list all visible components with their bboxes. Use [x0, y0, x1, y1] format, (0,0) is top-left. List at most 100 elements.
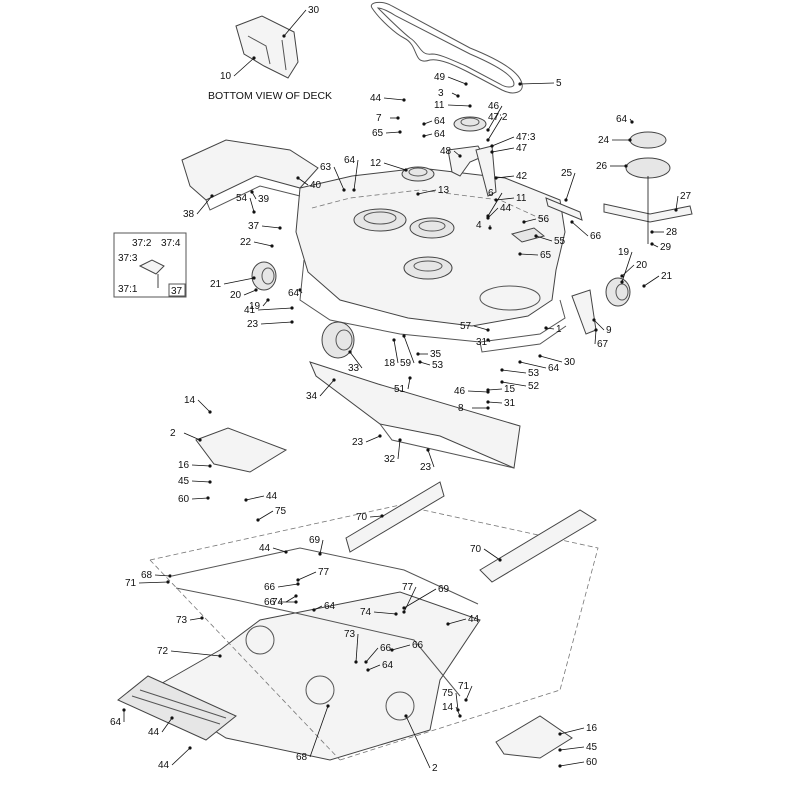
callout-leader-line	[277, 583, 299, 588]
callout-anchor-dot	[498, 558, 502, 562]
callout-label: 68	[296, 752, 308, 763]
callout-anchor-dot	[518, 82, 522, 86]
callout-leader-line	[565, 172, 576, 201]
deck-pulleys	[353, 208, 541, 311]
callout-anchor-dot	[378, 434, 382, 438]
callout-label: 77	[402, 582, 414, 593]
callout-label: 34	[306, 391, 318, 402]
callout-anchor-dot	[408, 376, 412, 380]
callout-label: 22	[240, 237, 252, 248]
callout-leader-line	[487, 192, 503, 217]
callout-label: 10	[220, 71, 232, 82]
callout-anchor-dot	[594, 328, 598, 332]
callout-label: 64	[548, 363, 560, 374]
callout-anchor-dot	[352, 188, 356, 192]
callout-anchor-dot	[426, 448, 430, 452]
side-guards	[195, 427, 573, 759]
callout-anchor-dot	[422, 122, 426, 126]
callout-leader-line	[283, 9, 307, 37]
callout-leader-line	[243, 289, 257, 296]
callout-anchor-dot	[198, 438, 202, 442]
callout-anchor-dot	[458, 154, 462, 158]
callout-leader-line	[501, 381, 527, 387]
callout-label: 64	[616, 114, 628, 125]
callout-label: 45	[178, 476, 190, 487]
callout-label: 69	[438, 584, 450, 595]
callout-leader-line	[403, 586, 417, 613]
callout-anchor-dot	[390, 648, 394, 652]
callout-label: 55	[554, 236, 566, 247]
callout-anchor-dot	[630, 120, 634, 124]
callout-anchor-dot	[538, 354, 542, 358]
callout-leader-line	[257, 307, 293, 311]
callout-anchor-dot	[518, 252, 522, 256]
callout-leader-line	[539, 355, 563, 363]
callout-label: 71	[458, 681, 470, 692]
callout-label: 18	[384, 358, 396, 369]
callout-leader-line	[383, 97, 405, 101]
callout-label: 29	[660, 242, 672, 253]
callout-leader-line	[594, 329, 597, 345]
callout-label: 30	[564, 357, 576, 368]
callout-anchor-dot	[396, 116, 400, 120]
callout-label: 66	[412, 640, 424, 651]
callout-anchor-dot	[500, 380, 504, 384]
callout-leader-line	[419, 361, 431, 366]
callout-leader-line	[403, 588, 437, 609]
callout-label: 31	[476, 337, 488, 348]
callout-leader-line	[261, 225, 281, 229]
callout-anchor-dot	[332, 378, 336, 382]
callout-leader-line	[491, 147, 515, 153]
callout-leader-line	[297, 571, 317, 581]
callout-label: 44	[500, 203, 512, 214]
callout-label: 4	[476, 220, 482, 231]
callout-anchor-dot	[402, 610, 406, 614]
callout-label: 37	[248, 221, 260, 232]
linkage-rods	[171, 547, 479, 697]
inset-label-37-2: 37:2	[132, 238, 152, 249]
callout-label: 53	[432, 360, 444, 371]
callout-anchor-dot	[342, 188, 346, 192]
callout-label: 74	[360, 607, 372, 618]
callout-label: 2	[432, 763, 438, 774]
callout-leader-line	[333, 166, 345, 191]
callout-label: 63	[320, 162, 332, 173]
callout-label: 64	[434, 116, 446, 127]
callout-leader-line	[183, 432, 201, 441]
callout-label: 64	[110, 717, 122, 728]
callout-label: 44	[259, 543, 271, 554]
callout-label: 1	[556, 324, 562, 335]
callout-label: 7	[376, 113, 382, 124]
callout-anchor-dot	[628, 138, 632, 142]
callout-label: 31	[504, 398, 516, 409]
callout-leader-line	[621, 264, 635, 277]
callout-anchor-dot	[464, 82, 468, 86]
callout-label: 20	[230, 290, 242, 301]
callout-anchor-dot	[446, 622, 450, 626]
callout-leader-line	[393, 339, 399, 364]
callout-anchor-dot	[168, 574, 172, 578]
callout-anchor-dot	[518, 360, 522, 364]
callout-leader-line	[383, 162, 407, 171]
callout-leader-line	[191, 497, 209, 500]
callout-anchor-dot	[500, 368, 504, 372]
callout-leader-line	[223, 277, 255, 285]
callout-label: 67	[597, 339, 609, 350]
callout-anchor-dot	[208, 464, 212, 468]
callout-anchor-dot	[166, 580, 170, 584]
callout-leader-line	[495, 197, 515, 201]
callout-anchor-dot	[650, 230, 654, 234]
callout-label: 56	[538, 214, 550, 225]
callout-leader-line	[257, 510, 274, 521]
callout-label: 74	[272, 597, 284, 608]
callout-label: 52	[528, 381, 540, 392]
callout-anchor-dot	[422, 134, 426, 138]
callout-label: 44	[370, 93, 382, 104]
callout-leader-line	[643, 275, 660, 287]
callout-label: 48	[440, 146, 452, 157]
inset-label-37: 37	[171, 286, 183, 297]
anti-scalp-wheels	[251, 261, 631, 359]
callout-anchor-dot	[402, 98, 406, 102]
callout-anchor-dot	[564, 198, 568, 202]
callout-anchor-dot	[486, 138, 490, 142]
